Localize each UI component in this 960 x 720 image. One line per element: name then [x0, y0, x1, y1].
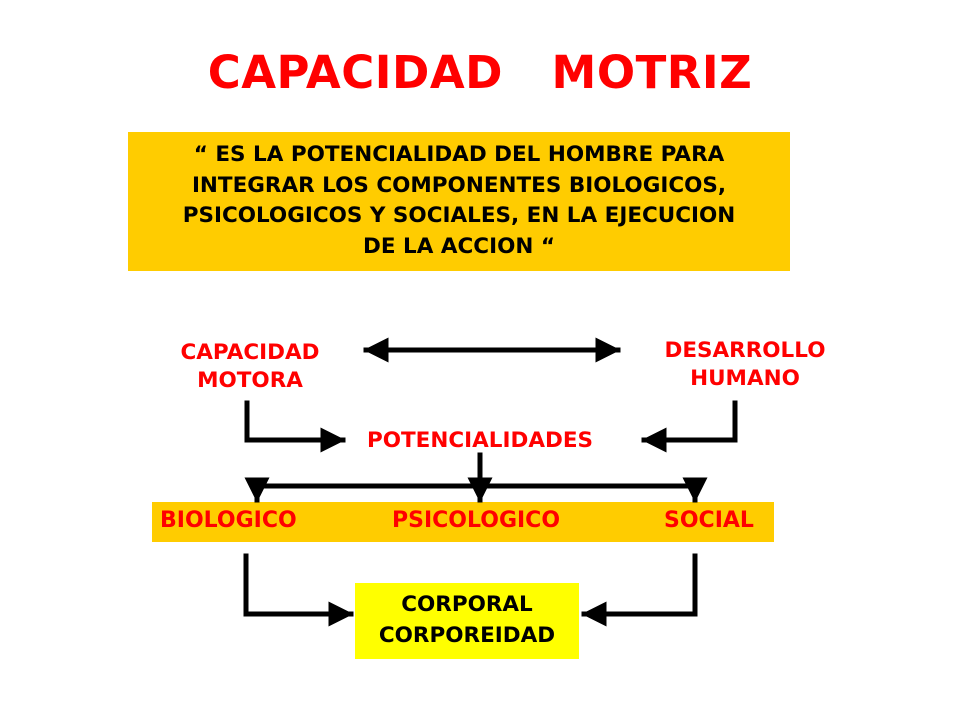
left-to-center-arrow — [244, 400, 346, 453]
components-row-box: BIOLOGICO PSICOLOGICO SOCIAL — [152, 502, 774, 542]
definition-box: “ ES LA POTENCIALIDAD DEL HOMBRE PARA IN… — [128, 132, 790, 271]
capacidad-motora-label: CAPACIDAD MOTORA — [180, 340, 320, 393]
corporeidad-box: CORPORAL CORPOREIDAD — [355, 583, 579, 659]
psicologico-label: PSICOLOGICO — [392, 508, 561, 533]
left-to-corporeidad-arrow — [243, 553, 354, 627]
right-to-corporeidad-arrow — [581, 553, 698, 627]
definition-text: “ ES LA POTENCIALIDAD DEL HOMBRE PARA IN… — [182, 142, 736, 259]
corporeidad-text: CORPORAL CORPOREIDAD — [378, 592, 556, 648]
biologico-label: BIOLOGICO — [160, 508, 297, 533]
social-label: SOCIAL — [664, 508, 754, 533]
slide-title: CAPACIDAD MOTRIZ — [207, 46, 753, 99]
desarrollo-humano-label: DESARROLLO HUMANO — [664, 338, 826, 391]
right-to-center-arrow — [641, 400, 738, 453]
potencialidades-label: POTENCIALIDADES — [366, 428, 593, 453]
